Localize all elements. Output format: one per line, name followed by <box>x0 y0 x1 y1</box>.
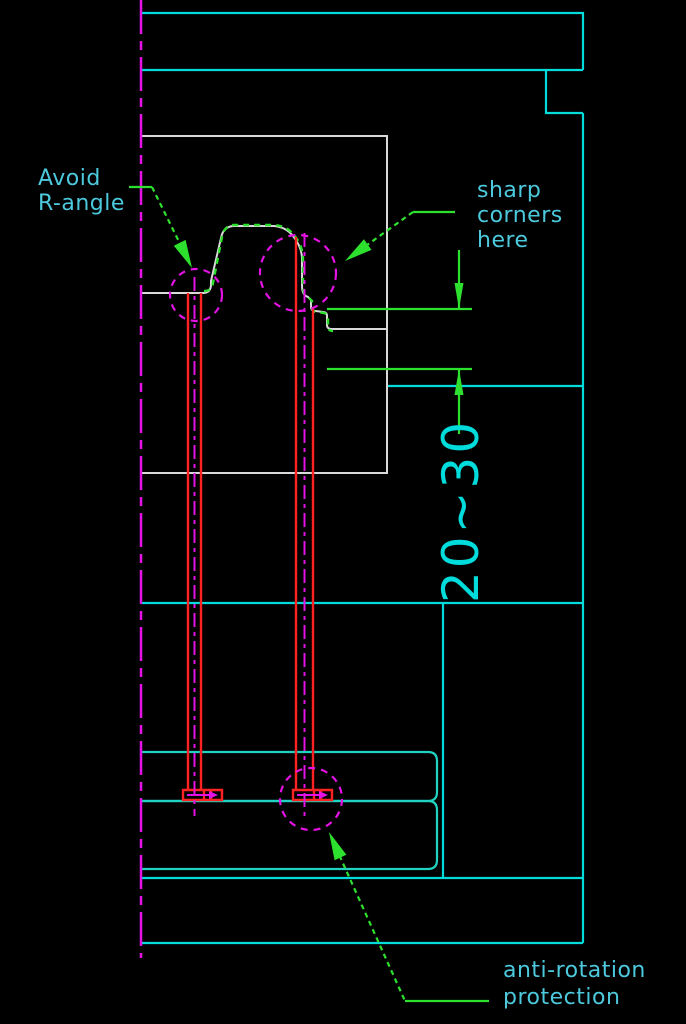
annotation-sharp-corners: sharp corners here <box>477 178 563 253</box>
left-pin-head-mark-arrow <box>209 791 218 799</box>
annotation-line: sharp <box>477 178 542 203</box>
leader-sharp-corners <box>345 210 455 261</box>
leader-arrowhead <box>329 832 347 861</box>
annotation-line: anti-rotation <box>503 958 646 983</box>
top-plate-outline <box>141 11 585 70</box>
detail-circles <box>168 233 344 832</box>
dimension-arrow-up <box>454 369 464 395</box>
leader-line-diagonal <box>330 838 407 1002</box>
leader-arrowhead <box>173 239 192 268</box>
detail-circle-anti-rotation <box>278 766 344 832</box>
insert-block <box>141 135 388 474</box>
annotation-anti-rotation: anti-rotation protection <box>503 957 646 1011</box>
dimension-text-20-30: 20~30 <box>432 418 490 603</box>
leader-avoid-r-angle <box>129 185 192 268</box>
annotation-avoid-r-angle: Avoid R-angle <box>38 166 125 216</box>
leader-arrowhead <box>345 239 372 261</box>
part-surface-highlight <box>203 223 334 333</box>
dimension-arrow-down <box>454 283 464 309</box>
ejector-base-plate-outline <box>141 799 439 871</box>
detail-circle-sharp-corner <box>258 233 338 313</box>
centerlines <box>139 0 328 958</box>
part-profile <box>141 225 387 330</box>
annotation-line: corners <box>477 203 563 228</box>
detail-circle-r-angle <box>168 267 224 323</box>
right-notch-outline <box>544 70 583 115</box>
insert-block-outline <box>141 135 388 474</box>
right-pin-head-mark-arrow <box>319 791 328 799</box>
annotation-line: Avoid <box>38 166 101 191</box>
mold-plate-outlines <box>141 11 585 945</box>
annotation-line: protection <box>503 985 621 1010</box>
annotation-line: here <box>477 228 529 253</box>
annotation-line: R-angle <box>38 191 125 216</box>
leader-anti-rotation <box>329 832 489 1003</box>
ejector-pins <box>181 237 334 802</box>
dimension-20-30 <box>327 250 472 434</box>
